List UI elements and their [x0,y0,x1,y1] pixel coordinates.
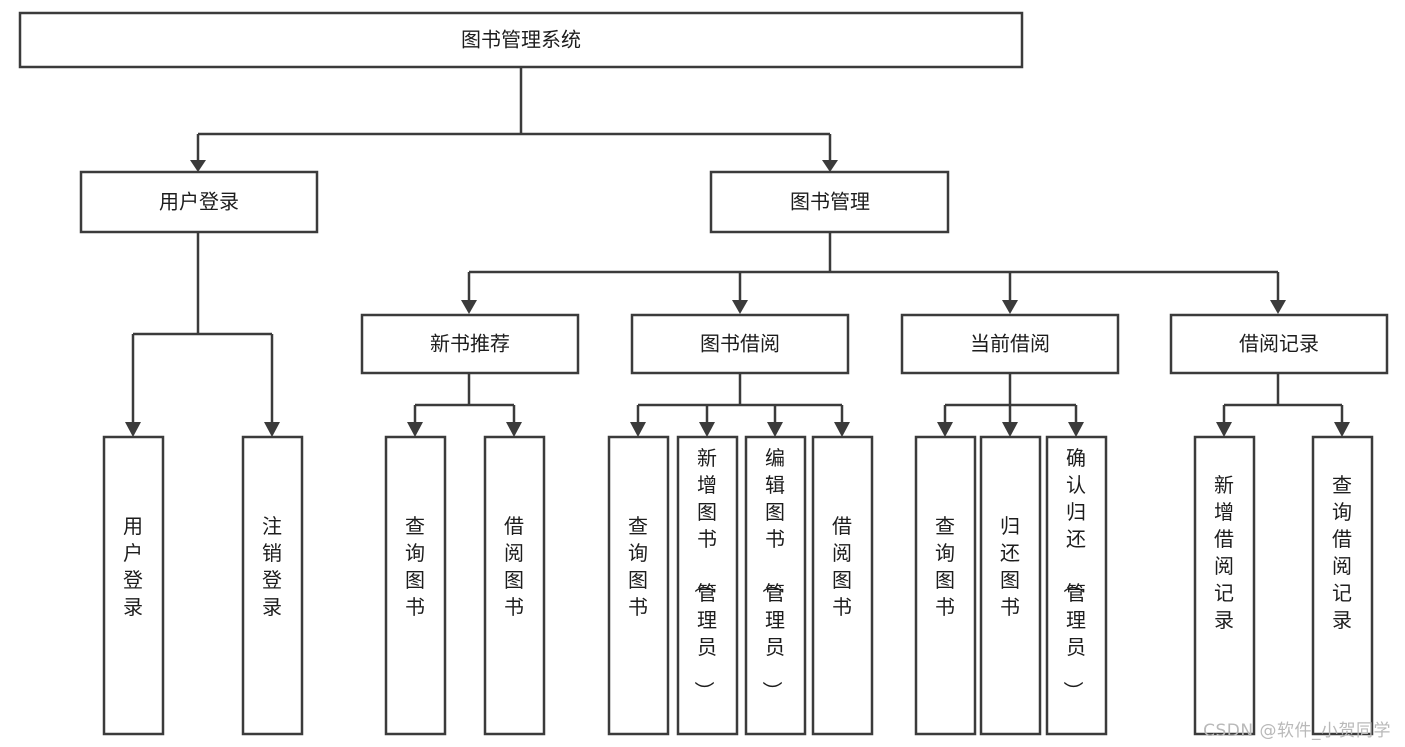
node-leaf-query-book-1[interactable]: 查询图书 [384,435,447,736]
node-new-book-recommend-label: 新书推荐 [430,332,510,356]
node-root[interactable]: 图书管理系统 [18,11,1024,69]
node-leaf-borrow-book-2[interactable]: 借阅图书 [811,435,874,736]
node-leaf-query-book-2[interactable]: 查询图书 [607,435,670,736]
connector-root-to-level2 [190,67,838,172]
node-borrow-record[interactable]: 借阅记录 [1169,313,1389,375]
node-leaf-return-book[interactable]: 归还图书 [979,435,1042,736]
connector-bookmanage-to-level3 [461,232,1286,314]
arrow-head-leaf-confirm-return [1068,422,1084,437]
node-leaf-add-record-label: 新增借阅记录 [1214,473,1234,632]
node-leaf-user-logout-label: 注销登录 [262,514,282,619]
node-book-borrow-label: 图书借阅 [700,332,780,356]
node-leaf-borrow-book-1[interactable]: 借阅图书 [483,435,546,736]
node-current-borrow-label: 当前借阅 [970,332,1050,356]
node-book-manage[interactable]: 图书管理 [709,170,950,234]
node-leaf-edit-book[interactable]: 编辑图书（管理员） [744,435,807,736]
arrow-head-leaf-borrow-book-1 [506,422,522,437]
arrow-head-leaf-add-record [1216,422,1232,437]
node-leaf-confirm-return-label: 确认归还（管理员） [1061,446,1086,701]
node-book-borrow[interactable]: 图书借阅 [630,313,850,375]
arrow-head-leaf-user-login [125,422,141,437]
node-leaf-user-logout[interactable]: 注销登录 [241,435,304,736]
arrow-head-new-book-recommend [461,300,477,314]
node-leaf-edit-book-label: 编辑图书（管理员） [760,446,785,701]
arrow-head-leaf-edit-book [767,422,783,437]
node-leaf-query-book-3-label: 查询图书 [935,514,955,619]
node-leaf-query-book-3[interactable]: 查询图书 [914,435,977,736]
arrow-head-book-borrow [732,300,748,314]
connector-userlogin-to-leaves [125,232,280,437]
arrow-head-leaf-user-logout [264,422,280,437]
node-leaf-borrow-book-2-label: 借阅图书 [832,514,852,619]
arrow-head-current-borrow [1002,300,1018,314]
arrow-head-user-login [190,160,206,172]
node-new-book-recommend[interactable]: 新书推荐 [360,313,580,375]
arrow-head-leaf-borrow-book-2 [834,422,850,437]
arrow-head-book-manage [822,160,838,172]
node-user-login[interactable]: 用户登录 [79,170,319,234]
arrow-head-leaf-add-book [699,422,715,437]
arrow-head-leaf-return-book [1002,422,1018,437]
connector-borrowrecord-to-leaves [1216,373,1350,437]
node-leaf-query-book-1-label: 查询图书 [405,514,425,619]
node-borrow-record-label: 借阅记录 [1239,332,1319,356]
node-leaf-add-record[interactable]: 新增借阅记录 [1193,435,1256,736]
node-leaf-confirm-return[interactable]: 确认归还（管理员） [1045,435,1108,736]
arrow-head-leaf-query-record [1334,422,1350,437]
watermark-text: CSDN @软件_小贺同学 [1203,721,1391,741]
node-current-borrow[interactable]: 当前借阅 [900,313,1120,375]
connector-currentborrow-to-leaves [937,373,1084,437]
node-leaf-add-book-label: 新增图书（管理员） [692,446,717,701]
node-leaf-borrow-book-1-label: 借阅图书 [504,514,524,619]
node-leaf-add-book[interactable]: 新增图书（管理员） [676,435,739,736]
node-leaf-query-book-2-label: 查询图书 [628,514,648,619]
connector-bookborrow-to-leaves [630,373,850,437]
node-leaf-query-record-label: 查询借阅记录 [1332,473,1352,632]
connector-newbook-to-leaves [407,373,522,437]
node-user-login-label: 用户登录 [159,190,239,214]
node-leaf-user-login[interactable]: 用户登录 [102,435,165,736]
arrow-head-borrow-record [1270,300,1286,314]
node-root-label: 图书管理系统 [461,28,581,52]
arrow-head-leaf-query-book-1 [407,422,423,437]
arrow-head-leaf-query-book-2 [630,422,646,437]
arrow-head-leaf-query-book-3 [937,422,953,437]
node-leaf-query-record[interactable]: 查询借阅记录 [1311,435,1374,736]
node-book-manage-label: 图书管理 [790,190,870,214]
node-leaf-user-login-label: 用户登录 [123,514,143,619]
node-leaf-return-book-label: 归还图书 [1000,514,1020,619]
